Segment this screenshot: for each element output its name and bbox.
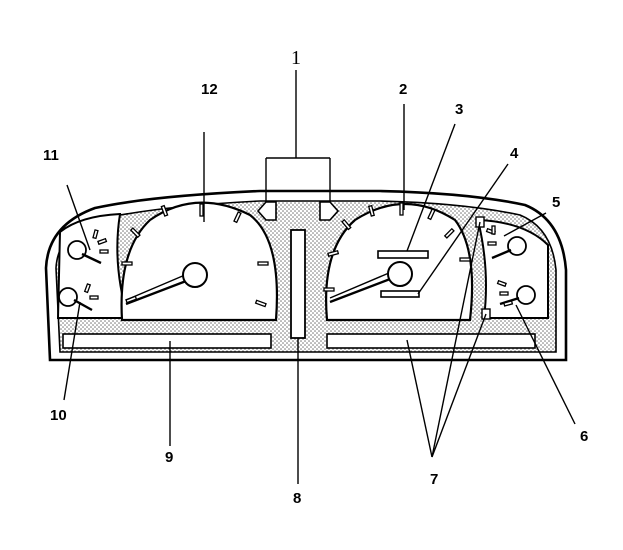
callout-7: 7 [430,471,438,488]
left-warning-strip [62,333,272,349]
right-upper-small-gauge [485,225,527,260]
callout-3: 3 [455,101,463,118]
speedometer-ticks [323,202,471,292]
callout-2: 2 [399,81,407,98]
left-upper-small-gauge [67,229,109,265]
speedometer-needle [329,274,399,304]
callout-11: 11 [43,147,59,164]
callout-5: 5 [552,194,560,211]
left-lower-small-gauge [58,283,99,312]
callout-6: 6 [580,428,588,445]
left-turn-signal-icon [256,201,277,221]
callout-9: 9 [165,449,173,466]
odometer-window [377,250,429,259]
tachometer-needle [125,276,195,306]
trip-odometer-window [380,290,420,298]
tachometer-hub [182,262,208,288]
callout-10: 10 [50,407,67,424]
speedometer-hub [387,261,413,287]
leader-lines [63,70,576,484]
right-warning-strip [326,333,536,349]
right-lower-small-gauge [496,279,536,307]
right-turn-signal-icon [319,201,340,221]
center-indicator-strip [290,229,306,339]
callout-8: 8 [293,490,301,507]
callout-12: 12 [201,81,218,98]
callout-1: 1 [291,47,301,69]
callout-4: 4 [510,145,519,162]
speedometer-needle-edge [329,269,397,299]
tachometer-needle-edge [125,271,193,301]
tachometer-ticks [121,203,269,308]
